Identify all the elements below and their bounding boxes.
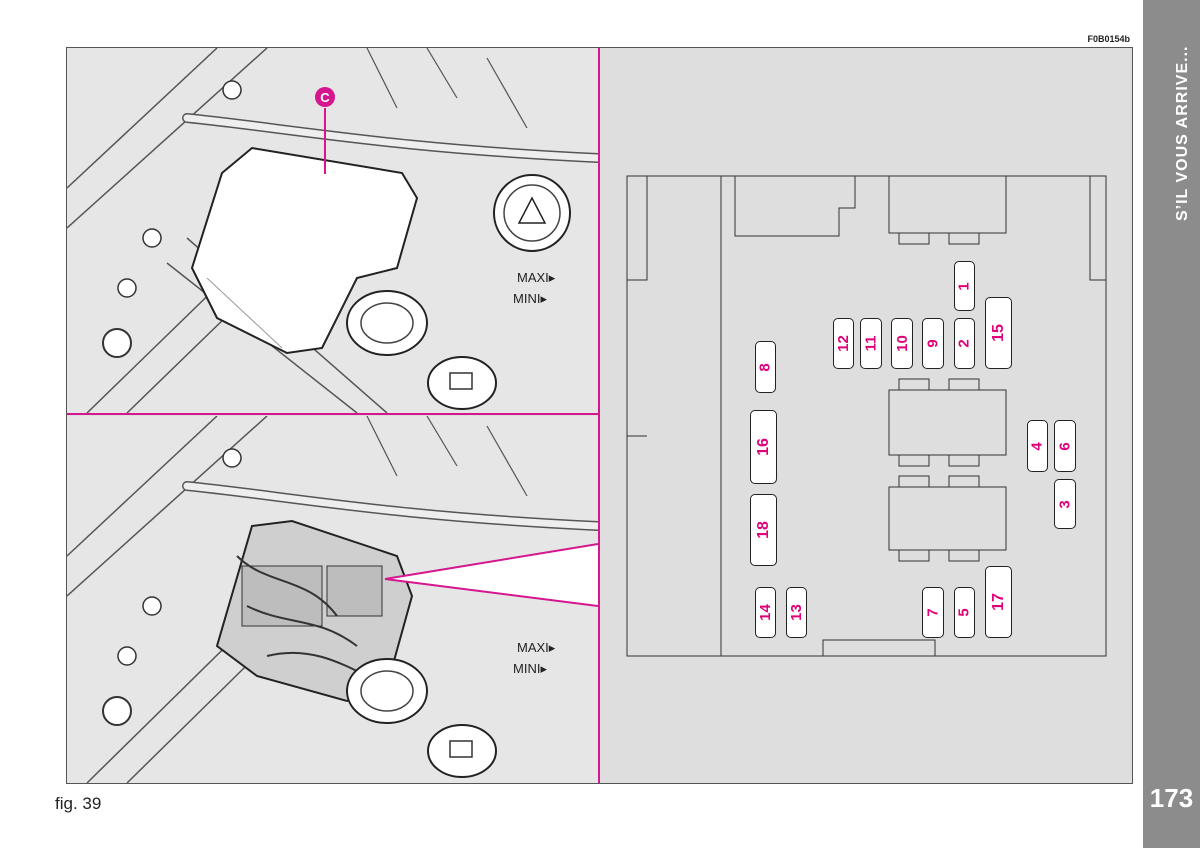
figure-caption: fig. 39	[55, 794, 102, 813]
figure-reference-code: F0B0154b	[1087, 34, 1130, 44]
side-tab	[1143, 0, 1200, 848]
engine-bay-illustration-bottom: MAXI▸ MINI▸	[67, 416, 598, 783]
page-number: 173	[1149, 783, 1194, 813]
top-mini-label: MINI▸	[513, 291, 547, 306]
fuse-14: 14	[755, 587, 776, 638]
fuse-2: 2	[954, 318, 975, 369]
bottom-maxi-label: MAXI▸	[517, 640, 556, 655]
fuse-5: 5	[954, 587, 975, 638]
panel-divider-horizontal	[67, 413, 598, 415]
fuse-12: 12	[833, 318, 854, 369]
callout-c-label: C	[320, 90, 330, 105]
fuse-7: 7	[922, 587, 944, 638]
fuse-13: 13	[786, 587, 807, 638]
fuse-9: 9	[922, 318, 944, 369]
fuse-3: 3	[1054, 479, 1076, 529]
engine-bay-photo-cover-open: MAXI▸ MINI▸	[67, 416, 598, 783]
fuse-4: 4	[1027, 420, 1048, 472]
fuse-15: 15	[985, 297, 1012, 369]
fuse-box-diagram-panel	[601, 48, 1132, 783]
engine-bay-illustration-top: C MAXI▸ MINI▸	[67, 48, 598, 413]
bottom-mini-label: MINI▸	[513, 661, 547, 676]
engine-bay-photo-cover-closed: C MAXI▸ MINI▸	[67, 48, 598, 413]
fuse-11: 11	[860, 318, 882, 369]
side-tab-title: S’IL VOUS ARRIVE...	[1174, 45, 1191, 221]
fuse-6: 6	[1054, 420, 1076, 472]
fuse-18: 18	[750, 494, 777, 566]
fuse-8: 8	[755, 341, 776, 393]
fuse-16: 16	[750, 410, 777, 484]
panel-divider-vertical	[598, 48, 600, 783]
fuse-17: 17	[985, 566, 1012, 638]
top-maxi-label: MAXI▸	[517, 270, 556, 285]
fuse-10: 10	[891, 318, 913, 369]
fuse-1: 1	[954, 261, 975, 311]
